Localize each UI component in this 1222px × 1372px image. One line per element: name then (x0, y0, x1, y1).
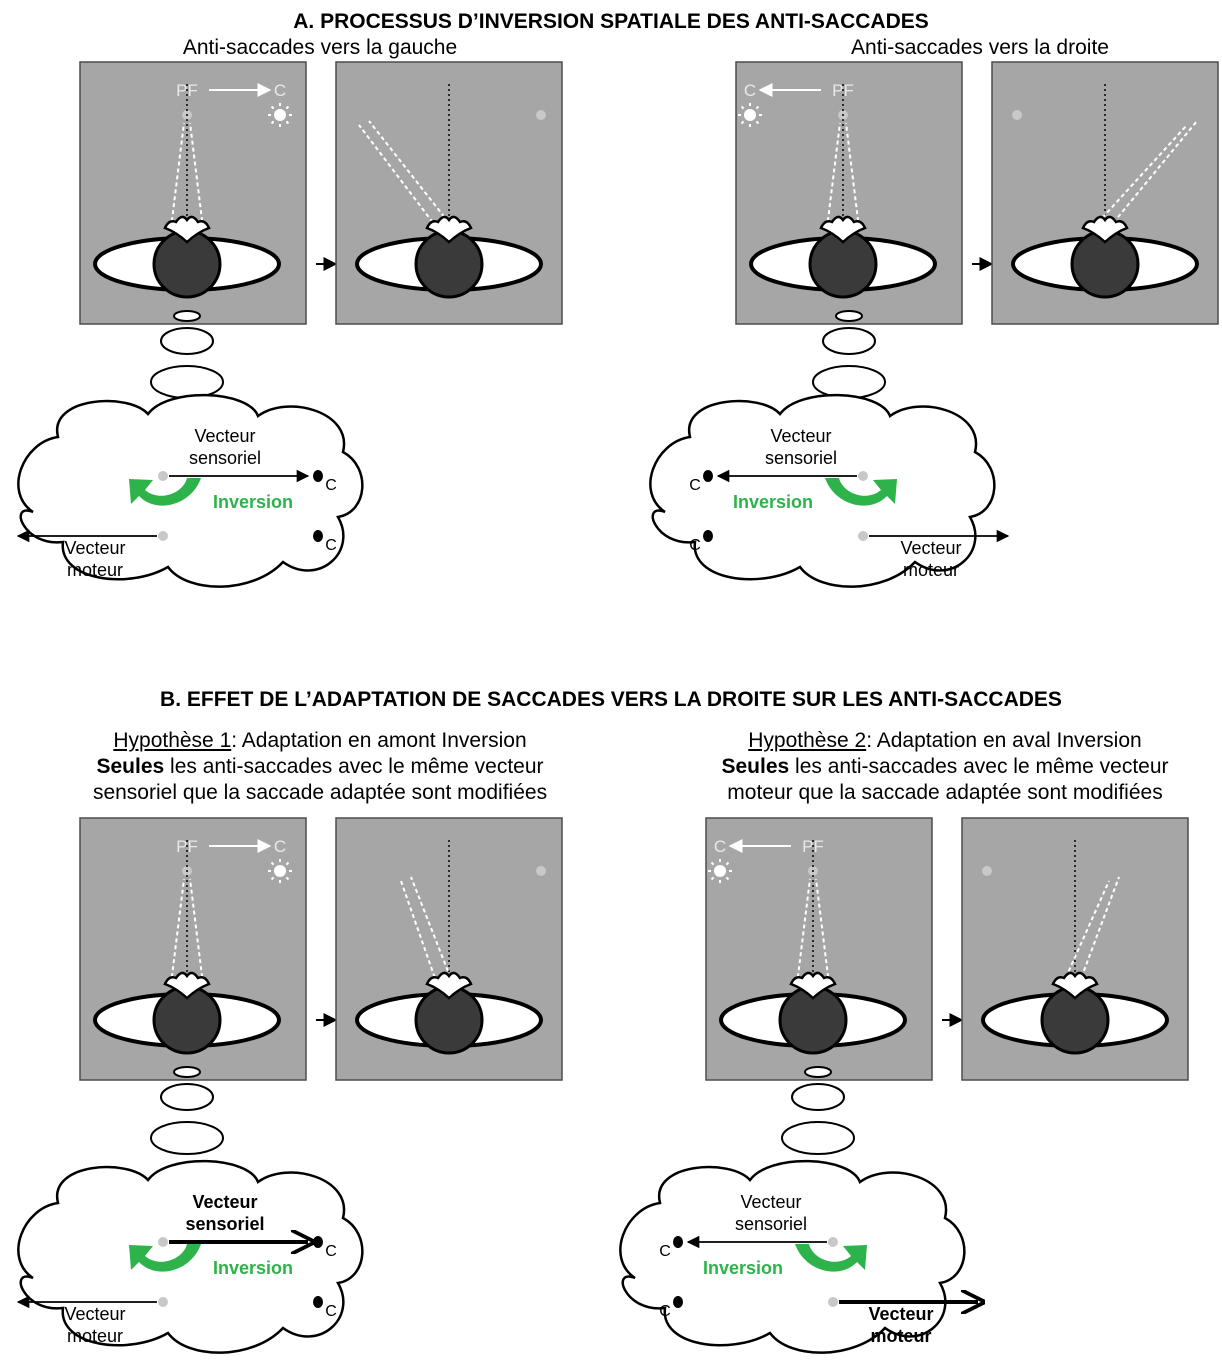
motor-target-label: C (689, 537, 701, 554)
thought-bubble (823, 328, 875, 354)
motor-origin-dot (828, 1297, 838, 1307)
thought-bubble (151, 366, 223, 398)
sensory-target-dot (313, 470, 323, 482)
sensory-target-label: C (325, 477, 337, 494)
motor-target-dot (313, 1296, 323, 1308)
motor-vector-label: Vecteur (868, 1304, 933, 1324)
motor-target-label: C (325, 537, 337, 554)
c-label: C (744, 81, 756, 100)
thought-bubble (805, 1067, 831, 1077)
motor-vector-label: Vecteur (64, 538, 125, 558)
thought-bubble (161, 328, 213, 354)
motor-target-label: C (325, 1303, 337, 1320)
motor-origin-dot (158, 1297, 168, 1307)
sensory-vector-sublabel: sensoriel (765, 448, 837, 468)
sensory-origin-dot (858, 471, 868, 481)
inversion-label: Inversion (213, 492, 293, 512)
target-remnant (536, 866, 546, 876)
c-label: C (274, 81, 286, 100)
thought-bubble (161, 1084, 213, 1110)
thought-bubble (792, 1084, 844, 1110)
target-remnant (982, 866, 992, 876)
inversion-label: Inversion (733, 492, 813, 512)
sensory-vector-sublabel: sensoriel (189, 448, 261, 468)
motor-vector-label: Vecteur (900, 538, 961, 558)
c-label: C (274, 837, 286, 856)
thought-bubble (836, 311, 862, 321)
target-remnant (536, 110, 546, 120)
sensory-target-dot (703, 470, 713, 482)
motor-target-dot (703, 530, 713, 542)
flash-core (274, 109, 286, 121)
thought-bubble (782, 1122, 854, 1154)
sensory-origin-dot (158, 1237, 168, 1247)
sensory-target-dot (313, 1236, 323, 1248)
sensory-target-label: C (325, 1243, 337, 1260)
motor-target-dot (673, 1296, 683, 1308)
motor-target-label: C (659, 1303, 671, 1320)
sensory-vector-label: Vecteur (192, 1192, 257, 1212)
motor-vector-sublabel: moteur (870, 1326, 931, 1346)
flash-core (274, 865, 286, 877)
motor-vector-label: Vecteur (64, 1304, 125, 1324)
sensory-target-label: C (689, 477, 701, 494)
sensory-origin-dot (828, 1237, 838, 1247)
thought-bubble (174, 1067, 200, 1077)
sensory-vector-label: Vecteur (740, 1192, 801, 1212)
target-remnant (1012, 110, 1022, 120)
motor-vector-sublabel: moteur (67, 560, 123, 580)
sensory-vector-label: Vecteur (770, 426, 831, 446)
thought-bubble (151, 1122, 223, 1154)
motor-vector-sublabel: moteur (67, 1326, 123, 1346)
c-label: C (714, 837, 726, 856)
thought-bubble (813, 366, 885, 398)
flash-core (744, 109, 756, 121)
sensory-target-label: C (659, 1243, 671, 1260)
sensory-vector-sublabel: sensoriel (735, 1214, 807, 1234)
sensory-target-dot (673, 1236, 683, 1248)
motor-vector-sublabel: moteur (903, 560, 959, 580)
sensory-origin-dot (158, 471, 168, 481)
motor-origin-dot (158, 531, 168, 541)
inversion-label: Inversion (703, 1258, 783, 1278)
sensory-vector-label: Vecteur (194, 426, 255, 446)
flash-core (714, 865, 726, 877)
thought-bubble (174, 311, 200, 321)
sensory-vector-sublabel: sensoriel (185, 1214, 264, 1234)
motor-target-dot (313, 530, 323, 542)
inversion-label: Inversion (213, 1258, 293, 1278)
motor-origin-dot (858, 531, 868, 541)
